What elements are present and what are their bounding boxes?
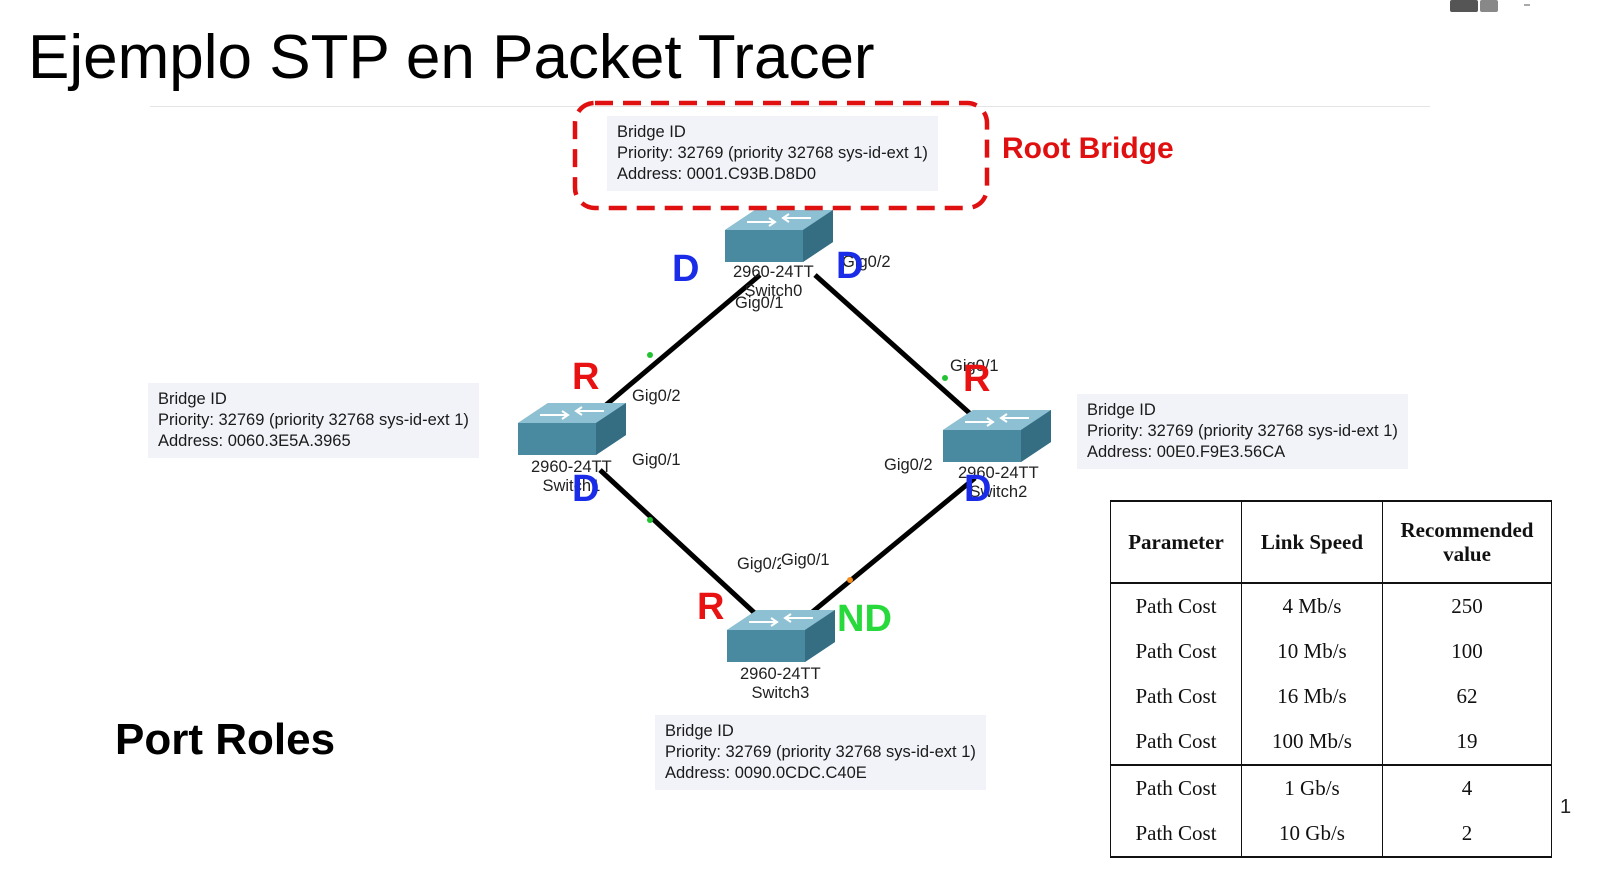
port-label-s3-gig02: Gig0/2 [737,555,786,573]
column-header: Parameter [1110,501,1242,584]
bridge-heading: Bridge ID [665,722,734,740]
role-s3-left: R [697,586,725,628]
bridge-heading: Bridge ID [1087,401,1156,419]
table-cell: 2 [1382,811,1552,857]
switch-icon[interactable] [724,209,834,263]
bridge-address: Address: 00E0.F9E3.56CA [1087,443,1286,461]
bridge-priority: Priority: 32769 (priority 32768 sys-id-e… [665,743,976,761]
port-label-s2-gig01: Gig0/1 [950,357,999,375]
table-cell: 100 Mb/s [1241,719,1383,766]
bridge-info-switch1: Bridge ID Priority: 32769 (priority 3276… [148,383,479,458]
role-s0-right: D [836,245,864,287]
device-label-switch2: 2960-24TT Switch2 [958,464,1039,502]
bridge-heading: Bridge ID [617,123,686,141]
page-number: 1 [1560,796,1572,818]
device-model: 2960-24TT [740,665,821,683]
table-row: Path Cost 4 Mb/s 250 [1110,583,1552,629]
table-cell: Path Cost [1110,674,1242,719]
table-cell: Path Cost [1110,629,1242,674]
switch-icon[interactable] [517,402,627,456]
port-label-s1-gig02: Gig0/2 [632,387,681,405]
table-cell: Path Cost [1110,719,1242,766]
port-label-s3-gig01: Gig0/1 [781,551,830,570]
table-cell: 1 Gb/s [1241,765,1383,811]
table-header-row: Parameter Link Speed Recommended value [1110,501,1552,584]
table-cell: Path Cost [1110,765,1242,811]
switch-icon[interactable] [726,609,836,663]
port-label-s1-gig01: Gig0/1 [632,451,681,469]
table-cell: 10 Mb/s [1241,629,1383,674]
bridge-info-switch0: Bridge ID Priority: 32769 (priority 3276… [607,116,938,191]
link-switch1-switch3 [598,468,762,620]
table-cell: 4 Mb/s [1241,583,1383,629]
link-switch2-switch3 [803,476,977,620]
bridge-priority: Priority: 32769 (priority 32768 sys-id-e… [617,144,928,162]
bridge-address: Address: 0090.0CDC.C40E [665,764,867,782]
table-cell: 62 [1382,674,1552,719]
bridge-info-switch3: Bridge ID Priority: 32769 (priority 3276… [655,715,986,790]
role-s3-right: ND [837,598,892,640]
device-model: 2960-24TT [958,464,1039,482]
link-switch0-switch1 [598,273,762,412]
role-s1-bottom: D [572,468,600,510]
table-row: Path Cost 100 Mb/s 19 [1110,719,1552,766]
table-cell: 16 Mb/s [1241,674,1383,719]
table-cell: 10 Gb/s [1241,811,1383,857]
port-label-s0-gig01: Gig0/1 [735,294,784,312]
link-switch0-switch2 [813,273,977,420]
port-label-s2-gig02: Gig0/2 [884,456,933,474]
title-divider [150,106,1430,107]
device-label-switch3: 2960-24TT Switch3 [740,665,821,703]
table-cell: 100 [1382,629,1552,674]
slide-title: Ejemplo STP en Packet Tracer [28,23,875,92]
logo-icon [1450,0,1530,12]
switch-icon[interactable] [942,409,1052,463]
device-label-switch0: 2960-24TT Switch0 [733,263,814,301]
device-model: 2960-24TT [531,458,612,476]
table-cell: 19 [1382,719,1552,766]
bridge-address: Address: 0060.3E5A.3965 [158,432,351,450]
path-cost-table: Parameter Link Speed Recommended value P… [1110,500,1552,858]
table-cell: Path Cost [1110,811,1242,857]
table-row: Path Cost 16 Mb/s 62 [1110,674,1552,719]
root-bridge-label: Root Bridge [1002,132,1174,165]
port-label-s0-gig02: Gig0/2 [842,253,891,271]
bridge-heading: Bridge ID [158,390,227,408]
bridge-address: Address: 0001.C93B.D8D0 [617,165,817,183]
role-s2-top: R [963,358,991,400]
table-cell: Path Cost [1110,583,1242,629]
device-name: Switch0 [744,282,803,300]
bridge-priority: Priority: 32769 (priority 32768 sys-id-e… [158,411,469,429]
table-row: Path Cost 10 Gb/s 2 [1110,811,1552,857]
bridge-info-switch2: Bridge ID Priority: 32769 (priority 3276… [1077,394,1408,469]
device-name: Switch2 [969,483,1028,501]
bridge-priority: Priority: 32769 (priority 32768 sys-id-e… [1087,422,1398,440]
root-bridge-highlight [572,100,990,211]
device-name: Switch3 [751,684,810,702]
role-s1-top: R [572,356,600,398]
device-label-switch1: 2960-24TT Switch1 [531,458,612,496]
column-header: Recommended value [1382,501,1552,584]
table-cell: 250 [1382,583,1552,629]
device-model: 2960-24TT [733,263,814,281]
table-row: Path Cost 10 Mb/s 100 [1110,629,1552,674]
column-header: Link Speed [1241,501,1383,584]
role-s2-bottom: D [964,468,992,510]
table-cell: 4 [1382,765,1552,811]
port-roles-heading: Port Roles [115,715,336,764]
table-row: Path Cost 1 Gb/s 4 [1110,765,1552,811]
role-s0-left: D [672,248,700,290]
device-name: Switch1 [542,477,601,495]
